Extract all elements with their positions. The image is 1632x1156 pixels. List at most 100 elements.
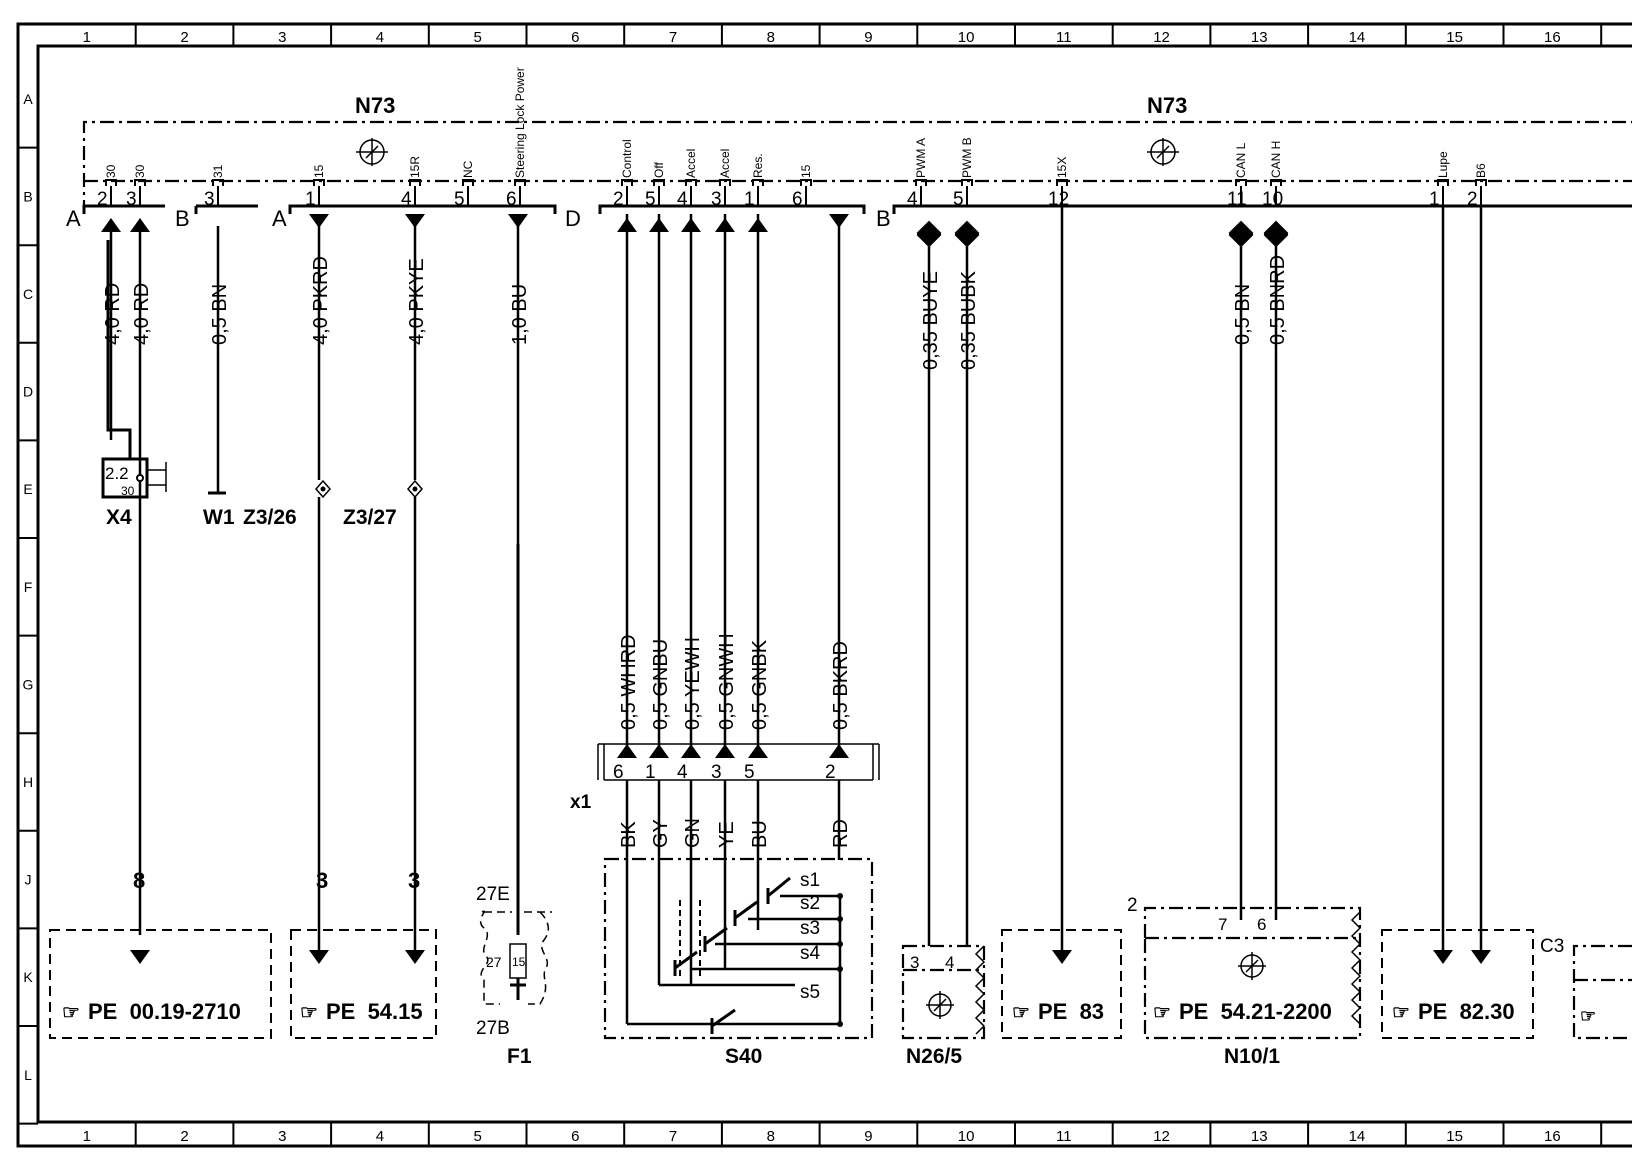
grid-col-label: 16 xyxy=(1544,1128,1561,1145)
wire-label: 0,5 GNBK xyxy=(749,639,771,730)
pin-number: 1 xyxy=(744,189,755,210)
f1-fuse: 27E 27B 27 15 F1 xyxy=(476,544,552,1068)
wire-label: 0,35 BUYE xyxy=(920,271,942,370)
n10-1-side-label: 2 xyxy=(1127,895,1138,916)
grid-labels: 1122334455667788991010111112121313141415… xyxy=(23,29,1561,1145)
grid-col-label: 7 xyxy=(669,1128,677,1145)
grid-col-label: 2 xyxy=(180,1128,188,1145)
z3-27-splice: Z3/27 xyxy=(343,479,423,529)
wire-label: BU xyxy=(749,820,771,848)
f1-fuse-label: 15 xyxy=(512,955,526,969)
pin-name: 30 xyxy=(133,164,147,178)
ref-box-6[interactable]: ☞ PE 82.30 xyxy=(1381,929,1534,1039)
grid-col-label: 5 xyxy=(473,29,481,46)
switch-position-label: s5 xyxy=(800,982,820,1003)
x4-pin-label: 2.2 xyxy=(105,464,129,483)
grid-col-label: 4 xyxy=(376,29,384,46)
wire-label: 4,0 PKRD xyxy=(310,256,332,345)
pin-p18: CAN H10 xyxy=(1262,141,1283,210)
ref-3-count: 3 xyxy=(408,868,420,893)
ref-box-1[interactable]: ☞ PE 00.19-2710 xyxy=(49,929,272,1039)
electronic-module-icon xyxy=(356,138,388,166)
w1-label: W1 xyxy=(203,506,235,529)
n10-1-pin6: 6 xyxy=(1257,915,1266,934)
pin-name: PWM B xyxy=(960,137,974,178)
grid-col-label: 14 xyxy=(1349,1128,1366,1145)
connector-a2 xyxy=(288,204,557,214)
x1-pin: 6 xyxy=(613,762,624,783)
z3-27-label: Z3/27 xyxy=(343,506,397,529)
wire-label: 0,35 BUBK xyxy=(958,270,980,370)
wire-label: 4,0 PKYE xyxy=(406,258,428,345)
switch-position-label: s2 xyxy=(800,893,820,914)
wire-label: GY xyxy=(650,819,672,848)
grid-row-label: C xyxy=(23,286,33,302)
wire-label: 1,0 BU xyxy=(509,284,531,345)
x1-pin: 5 xyxy=(744,762,755,783)
pin-p1: 30 2 xyxy=(97,164,118,210)
pointing-hand-icon: ☞ xyxy=(1153,1002,1171,1024)
pin-p20: B62 xyxy=(1467,163,1488,210)
module-label-left: N73 xyxy=(355,93,395,118)
module-boundary xyxy=(82,120,1632,214)
pin-number: 1 xyxy=(305,189,316,210)
wire-label: 4,0 RD xyxy=(131,283,153,345)
wire-label: 0,5 BN xyxy=(1232,284,1254,345)
ref-1-label: PE 00.19-2710 xyxy=(88,999,241,1024)
pin-number: 3 xyxy=(711,189,722,210)
s40-label: S40 xyxy=(725,1045,762,1068)
inner-frame xyxy=(36,44,1632,1124)
grid-col-label: 14 xyxy=(1349,29,1366,46)
electronic-module-icon xyxy=(1147,138,1179,166)
wire-label: 0,5 WHRD xyxy=(618,634,640,730)
connector-letter-a: A xyxy=(66,206,81,231)
f1-num-label: 27 xyxy=(486,954,502,970)
f1-bottom-label: 27B xyxy=(476,1018,510,1039)
wire-label: 0,5 GNBU xyxy=(650,639,672,730)
wire-label: GN xyxy=(682,818,704,848)
pin-name: 15X xyxy=(1055,157,1069,178)
x1-pin: 2 xyxy=(825,762,836,783)
pin-name: Accel xyxy=(718,149,732,178)
grid-col-label: 2 xyxy=(180,29,188,46)
n10-1-label: N10/1 xyxy=(1224,1045,1280,1068)
module-label-right: N73 xyxy=(1147,93,1187,118)
z3-26-label: Z3/26 xyxy=(243,506,297,529)
f1-label: F1 xyxy=(507,1045,532,1068)
pin-name: Res. xyxy=(751,153,765,178)
pin-p17: CAN L11 xyxy=(1227,142,1248,210)
connector-letter-d: D xyxy=(565,206,581,231)
x4-label: X4 xyxy=(106,506,132,529)
pin-number: 10 xyxy=(1262,189,1283,210)
x1-connector: x1 xyxy=(570,743,880,813)
ref-box-5[interactable]: ☞ PE 54.21-2200 xyxy=(1153,999,1332,1024)
n10-1-pin7: 7 xyxy=(1218,915,1227,934)
grid-row-label: E xyxy=(23,481,32,497)
pin-p2: 303 xyxy=(126,164,147,210)
connector-letter-b: B xyxy=(175,206,190,231)
ref-4-label: PE 83 xyxy=(1038,999,1104,1024)
pin-p4: 15 1 xyxy=(305,164,326,210)
ref-box-2[interactable]: ☞ PE 54.15 xyxy=(290,929,437,1039)
n26-5-pin4: 4 xyxy=(945,953,954,972)
pin-number: 3 xyxy=(204,189,215,210)
pin-number: 2 xyxy=(97,189,108,210)
pointing-hand-icon: ☞ xyxy=(1012,1002,1030,1024)
pin-name: CAN L xyxy=(1234,142,1248,178)
pin-name: 30 xyxy=(104,164,118,178)
grid-col-label: 6 xyxy=(571,29,579,46)
ref-box-4[interactable]: ☞ PE 83 xyxy=(1001,929,1122,1039)
pin-p11: Accel 3 xyxy=(711,149,732,210)
grid-col-label: 7 xyxy=(669,29,677,46)
pin-name: 15 xyxy=(312,164,326,178)
